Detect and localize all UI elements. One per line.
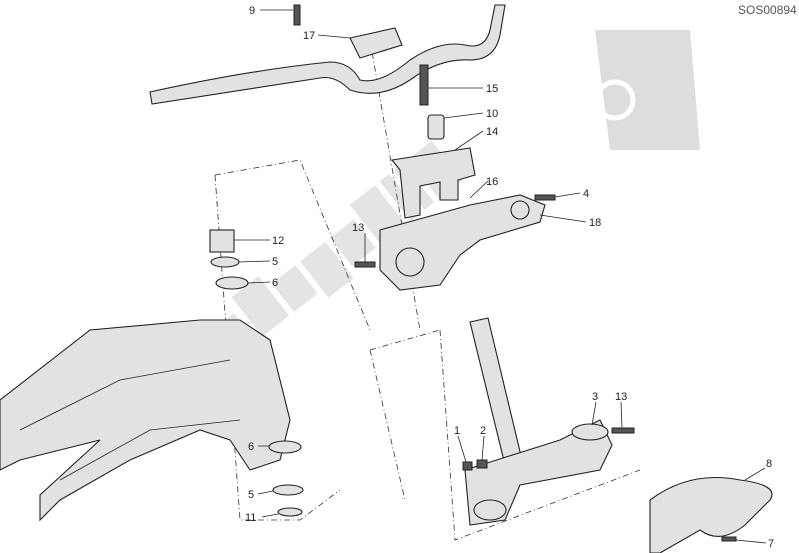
callout-2: 2	[480, 425, 486, 437]
bolt-15	[419, 64, 429, 106]
callout-17: 17	[303, 30, 315, 42]
callout-5-upper: 5	[272, 256, 278, 268]
frame	[0, 319, 291, 522]
washer-5	[210, 256, 240, 268]
callout-13-upper: 13	[352, 222, 364, 234]
callout-11: 11	[245, 512, 256, 524]
bearing-6	[215, 276, 249, 290]
handlebar-clamp-top	[349, 27, 403, 59]
callout-4: 4	[583, 188, 589, 200]
bearing-6-lower	[268, 440, 302, 454]
handlebar	[149, 4, 506, 105]
bolt-9	[293, 4, 301, 26]
callout-12: 12	[272, 235, 284, 247]
callout-16: 16	[486, 176, 498, 188]
callout-6-lower: 6	[248, 441, 254, 453]
callout-6-upper: 6	[272, 277, 278, 289]
screw-2	[476, 459, 488, 469]
spacer-10	[427, 114, 445, 140]
callout-9: 9	[249, 5, 255, 17]
callout-1: 1	[454, 425, 460, 437]
handlebar-riser	[390, 147, 476, 219]
washer-5-lower	[272, 484, 304, 496]
callout-13-lower: 13	[615, 391, 627, 403]
ring-nut-12	[209, 229, 235, 253]
callout-7: 7	[768, 538, 774, 550]
bolt-4	[534, 194, 556, 201]
nut-1	[462, 461, 473, 471]
steering-stem	[469, 317, 523, 466]
callout-15: 15	[486, 83, 498, 95]
callout-8: 8	[766, 458, 772, 470]
cover-8	[649, 477, 773, 553]
callout-18: 18	[589, 217, 601, 229]
callout-10: 10	[486, 108, 498, 120]
seal-11	[277, 507, 303, 517]
callout-5-lower: 5	[248, 489, 254, 501]
bolt-13-lower	[611, 427, 635, 434]
bolt-13-upper	[354, 261, 376, 268]
screw-7	[721, 536, 737, 542]
callout-14: 14	[486, 126, 498, 138]
callout-3: 3	[592, 391, 598, 403]
diagram-code: SOS00894	[738, 3, 797, 17]
